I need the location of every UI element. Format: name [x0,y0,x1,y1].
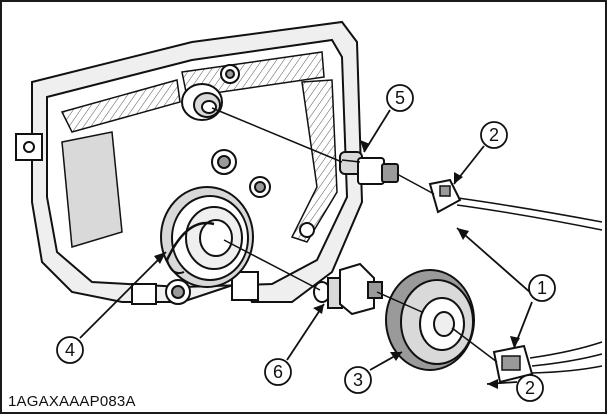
svg-text:3: 3 [353,370,363,390]
position-lamp-socket [181,83,223,121]
callout-2-lower: 2 [516,374,544,402]
svg-text:2: 2 [489,125,499,145]
callout-4: 4 [56,336,84,364]
callout-6: 6 [264,358,292,386]
svg-text:2: 2 [525,378,535,398]
svg-text:6: 6 [273,362,283,382]
position-lamp-connector [428,178,603,231]
svg-text:1: 1 [537,278,547,298]
callouts: 5 2 1 4 6 3 2 [56,84,556,402]
svg-text:5: 5 [395,88,405,108]
position-lamp-bulb [339,151,399,185]
arrowheads [154,140,520,389]
headlight-housing [15,20,364,305]
callout-1: 1 [528,274,556,302]
svg-text:4: 4 [65,340,75,360]
callout-5: 5 [386,84,414,112]
headlamp-socket-ring [160,186,254,288]
assembly-lines [211,107,498,363]
rubber-cover [385,269,475,371]
figure-code: 1AGAXAAAP083A [8,393,136,410]
headlamp-bulb [313,262,383,316]
callout-2-upper: 2 [480,121,508,149]
headlamp-connector [492,341,603,384]
callout-3: 3 [344,366,372,394]
